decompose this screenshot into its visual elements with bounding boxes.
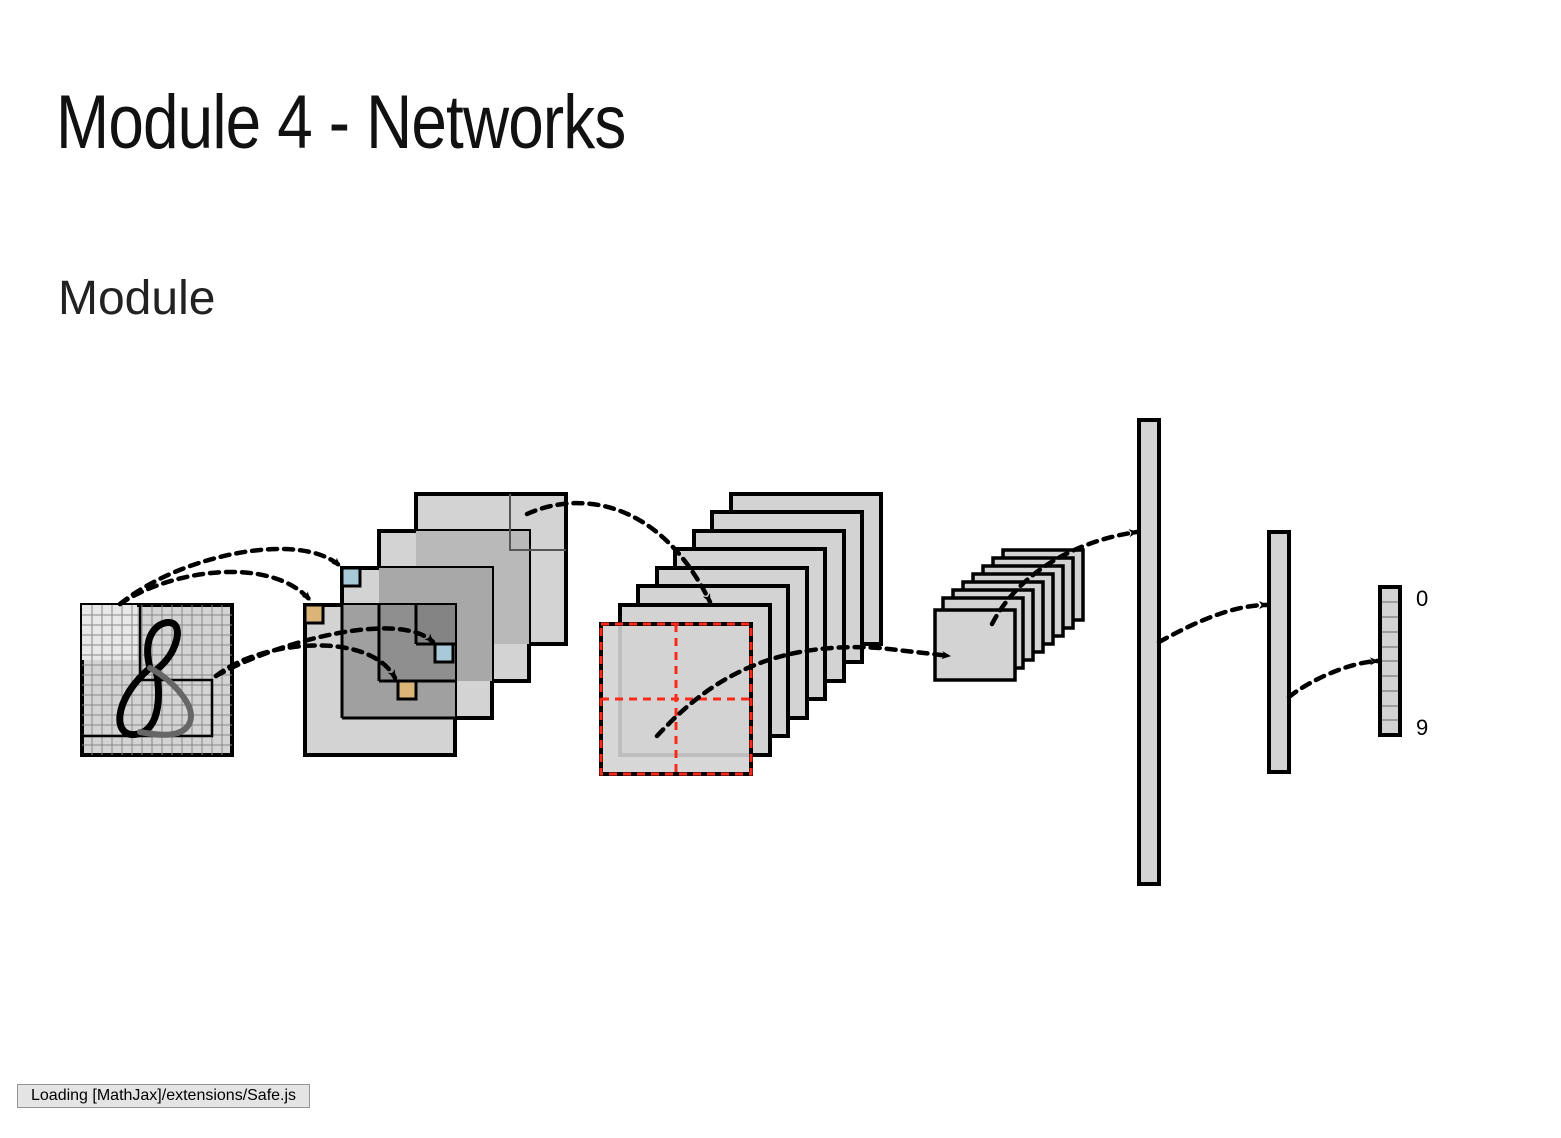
output-label-last: 9 [1416, 715, 1428, 740]
slide-title: Module 4 - Networks [56, 80, 626, 165]
pooling-window [599, 622, 753, 776]
kernel-cell-tan [303, 603, 325, 625]
input-image [80, 603, 234, 757]
output-label-first: 0 [1416, 586, 1428, 611]
arrow-conv1-to-conv2 [524, 500, 713, 605]
arrow-pool-to-pooled [654, 644, 953, 739]
arrow-dense2-to-output [1286, 657, 1381, 700]
arrow-pooled-to-dense1 [989, 529, 1140, 627]
kernel-cell-blue [433, 642, 455, 664]
connection-arrows [117, 500, 1381, 739]
arrow-input-to-conv1-b [117, 569, 313, 607]
kernel-cell-blue [340, 566, 362, 588]
dense-layer-1 [1137, 418, 1161, 886]
slide-subtitle: Module [58, 272, 216, 325]
kernel-cell-tan [396, 679, 418, 701]
output-layer [1378, 585, 1402, 737]
arrow-input-to-conv1-a [117, 546, 343, 607]
mathjax-status-message: Loading [MathJax]/extensions/Safe.js [17, 1084, 311, 1108]
digit-eight-stroke [116, 619, 194, 739]
dense-layer-2 [1267, 530, 1291, 774]
arrow-input-to-conv1-c [213, 626, 436, 679]
conv1-feature-maps [303, 492, 568, 757]
pooled-feature-maps [933, 548, 1085, 682]
arrow-dense1-to-dense2 [1156, 601, 1270, 645]
arrow-input-to-conv1-d [213, 643, 398, 681]
